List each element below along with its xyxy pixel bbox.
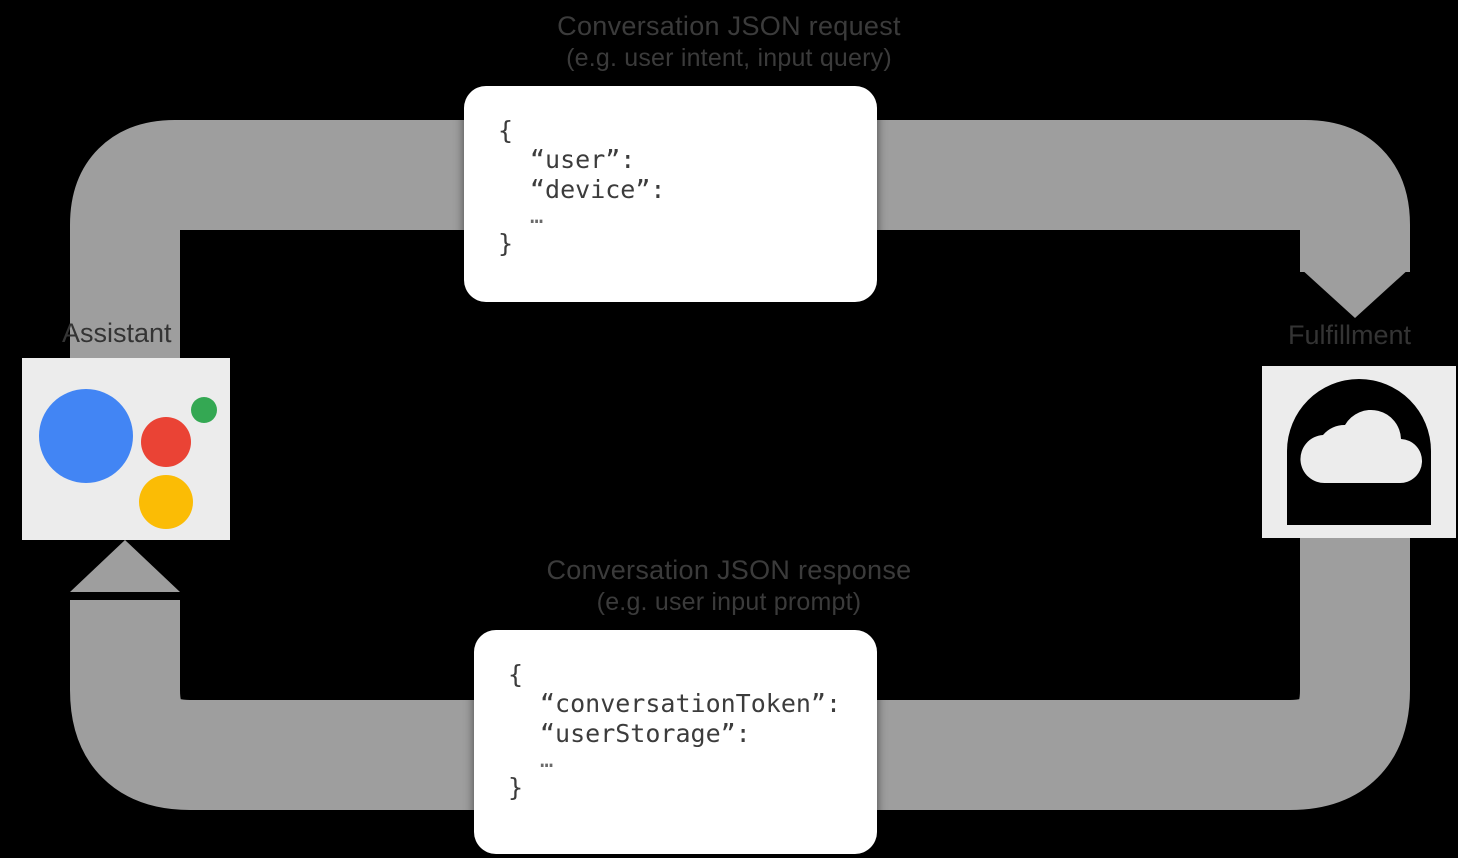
assistant-icon-tile[interactable] xyxy=(22,358,230,540)
response-label: Conversation JSON response (e.g. user in… xyxy=(0,555,1458,617)
json-line: “conversationToken”: xyxy=(540,689,842,719)
response-label-subtitle: (e.g. user input prompt) xyxy=(596,588,862,617)
json-line: “user”: xyxy=(530,145,636,175)
json-line-ellipsis: … xyxy=(540,747,556,773)
json-line: “userStorage”: xyxy=(540,718,751,748)
json-line-ellipsis: … xyxy=(530,203,546,229)
fulfillment-caption: Fulfillment xyxy=(1288,320,1412,350)
request-json-card: { “user”: “device”: … } xyxy=(464,86,877,302)
response-label-title: Conversation JSON response xyxy=(546,555,912,585)
fulfillment-icon-tile[interactable] xyxy=(1262,366,1456,538)
json-line: { xyxy=(508,660,524,689)
request-label-title: Conversation JSON request xyxy=(557,11,901,41)
json-line: } xyxy=(508,773,524,803)
google-cloud-icon xyxy=(1287,379,1431,525)
request-label-subtitle: (e.g. user intent, input query) xyxy=(566,44,892,73)
json-line: { xyxy=(498,116,514,145)
assistant-caption: Assistant xyxy=(62,318,172,348)
response-json-card: { “conversationToken”: “userStorage”: … … xyxy=(474,630,877,854)
request-label: Conversation JSON request (e.g. user int… xyxy=(0,11,1458,73)
google-assistant-icon xyxy=(39,389,217,529)
json-line: “device”: xyxy=(530,174,666,204)
json-line: } xyxy=(498,229,514,259)
